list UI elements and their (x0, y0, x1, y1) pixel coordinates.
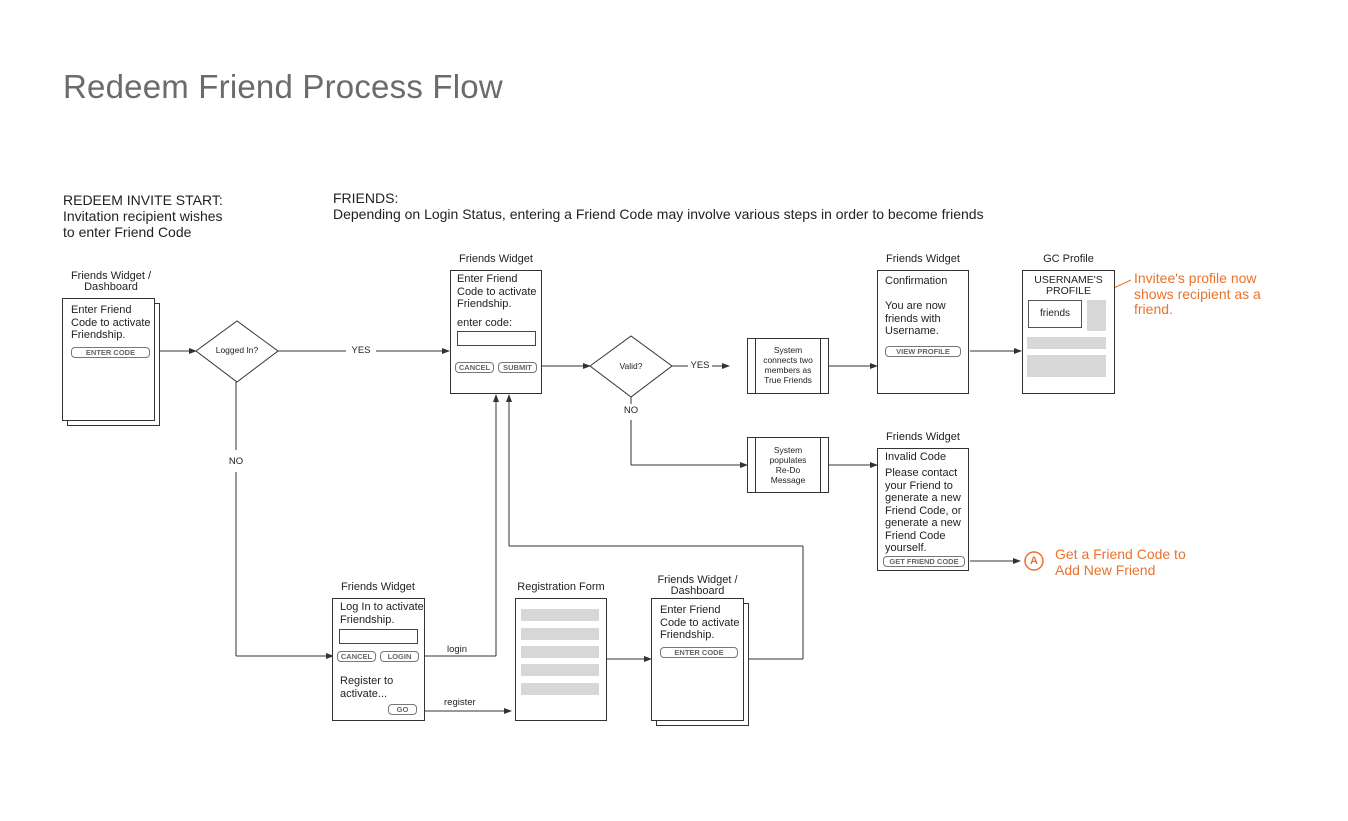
registration-field[interactable] (521, 646, 599, 658)
submit-button[interactable]: SUBMIT (498, 362, 537, 373)
invalid-widget-caption: Friends Widget (886, 431, 960, 443)
profile-placeholder-image (1087, 300, 1106, 331)
dashboard2-card: Enter Friend Code to activate Friendship… (651, 598, 744, 721)
edge-no1-label: NO (225, 457, 247, 467)
page-title: Redeem Friend Process Flow (63, 68, 503, 105)
registration-caption: Registration Form (517, 581, 605, 593)
confirm-widget: Confirmation You are now friends with Us… (877, 270, 969, 394)
login-input[interactable] (339, 629, 418, 644)
login-line2: Friendship. (340, 613, 395, 626)
dashboard1-line3: Friendship. (71, 329, 126, 341)
registration-field[interactable] (521, 664, 599, 676)
edge-login-label: login (447, 644, 468, 655)
decision-valid-label: Valid? (619, 361, 643, 371)
registration-field[interactable] (521, 683, 599, 695)
dashboard1-line2: Code to activate (71, 316, 151, 329)
dashboard1-line1: Enter Friend (71, 304, 132, 316)
profile-annotation: Invitee's profile now shows recipient as… (1134, 270, 1261, 317)
enter-code-button-2[interactable]: ENTER CODE (660, 647, 738, 658)
decision-logged-in-label: Logged In? (215, 345, 259, 355)
gc-profile-card: USERNAME'S PROFILE friends (1022, 270, 1115, 394)
enter-code-prompt: enter code: (457, 317, 513, 329)
cancel-button[interactable]: CANCEL (455, 362, 494, 373)
start-line2: to enter Friend Code (63, 224, 192, 240)
login-cancel-button[interactable]: CANCEL (337, 651, 376, 662)
profile-placeholder-block (1027, 355, 1106, 377)
enter-code-widget-caption: Friends Widget (459, 253, 533, 265)
profile-placeholder-bar (1027, 337, 1106, 349)
get-friend-code-button[interactable]: GET FRIEND CODE (883, 556, 965, 567)
enter-code-button[interactable]: ENTER CODE (71, 347, 150, 358)
friends-heading: FRIENDS: (333, 190, 399, 206)
dashboard1-caption: Friends Widget / Dashboard (70, 270, 152, 293)
login-widget: Log In to activate Friendship. CANCEL LO… (332, 598, 425, 721)
login-button[interactable]: LOGIN (380, 651, 419, 662)
enter-code-widget-line1: Enter Friend (457, 273, 518, 285)
registration-form (515, 598, 607, 721)
decision-logged-in (195, 320, 279, 383)
confirm-line1: You are now (885, 300, 946, 312)
dashboard2-line1: Enter Friend (660, 604, 721, 616)
dashboard2-line2: Code to activate (660, 616, 740, 629)
gc-profile-title-line1: USERNAME'S (1034, 274, 1103, 286)
go-button[interactable]: GO (388, 704, 417, 715)
dashboard2-line3: Friendship. (660, 629, 715, 641)
connector-a-circle (1024, 551, 1044, 571)
confirm-heading: Confirmation (885, 275, 948, 287)
registration-field[interactable] (521, 628, 599, 640)
dashboard2-caption: Friends Widget / Dashboard (657, 574, 738, 597)
start-line1: Invitation recipient wishes (63, 208, 223, 224)
friends-section: FRIENDS: Depending on Login Status, ente… (333, 190, 984, 222)
decision-valid (589, 335, 673, 398)
login-widget-caption: Friends Widget (341, 581, 415, 593)
registration-field[interactable] (521, 609, 599, 621)
invalid-widget: Invalid Code Please contact your Friend … (877, 448, 969, 571)
start-section: REDEEM INVITE START: Invitation recipien… (63, 192, 223, 240)
edge-no2-label: NO (620, 406, 642, 416)
confirm-widget-caption: Friends Widget (886, 253, 960, 265)
register-line1: Register to (340, 675, 394, 687)
friend-code-input[interactable] (457, 331, 536, 346)
enter-code-widget-line2: Code to activate (457, 285, 537, 298)
confirm-line2: friends with (885, 312, 941, 325)
start-heading: REDEEM INVITE START: (63, 192, 223, 208)
edge-yes2-label: YES (689, 360, 711, 371)
connector-a-label: Get a Friend Code to Add New Friend (1055, 546, 1186, 578)
invalid-heading: Invalid Code (885, 451, 947, 463)
gc-profile-title-line2: PROFILE (1046, 285, 1091, 297)
enter-code-widget: Enter Friend Code to activate Friendship… (450, 270, 542, 394)
enter-code-widget-line3: Friendship. (457, 298, 512, 310)
confirm-line3: Username. (885, 325, 939, 337)
dashboard1-card: Enter Friend Code to activate Friendship… (62, 298, 155, 421)
view-profile-button[interactable]: VIEW PROFILE (885, 346, 961, 357)
process-connect-friends: System connects two members as True Frie… (747, 338, 829, 394)
friends-description: Depending on Login Status, entering a Fr… (333, 206, 984, 222)
edge-yes1-label: YES (348, 346, 374, 356)
gc-profile-caption: GC Profile (1043, 253, 1094, 265)
process-redo-message: System populates Re-Do Message (747, 437, 829, 493)
connector-a-letter: A (1030, 555, 1038, 567)
login-line1: Log In to activate (340, 601, 424, 613)
edge-register-label: register (444, 697, 476, 708)
register-line2: activate... (340, 687, 388, 700)
friends-badge: friends (1028, 300, 1082, 328)
